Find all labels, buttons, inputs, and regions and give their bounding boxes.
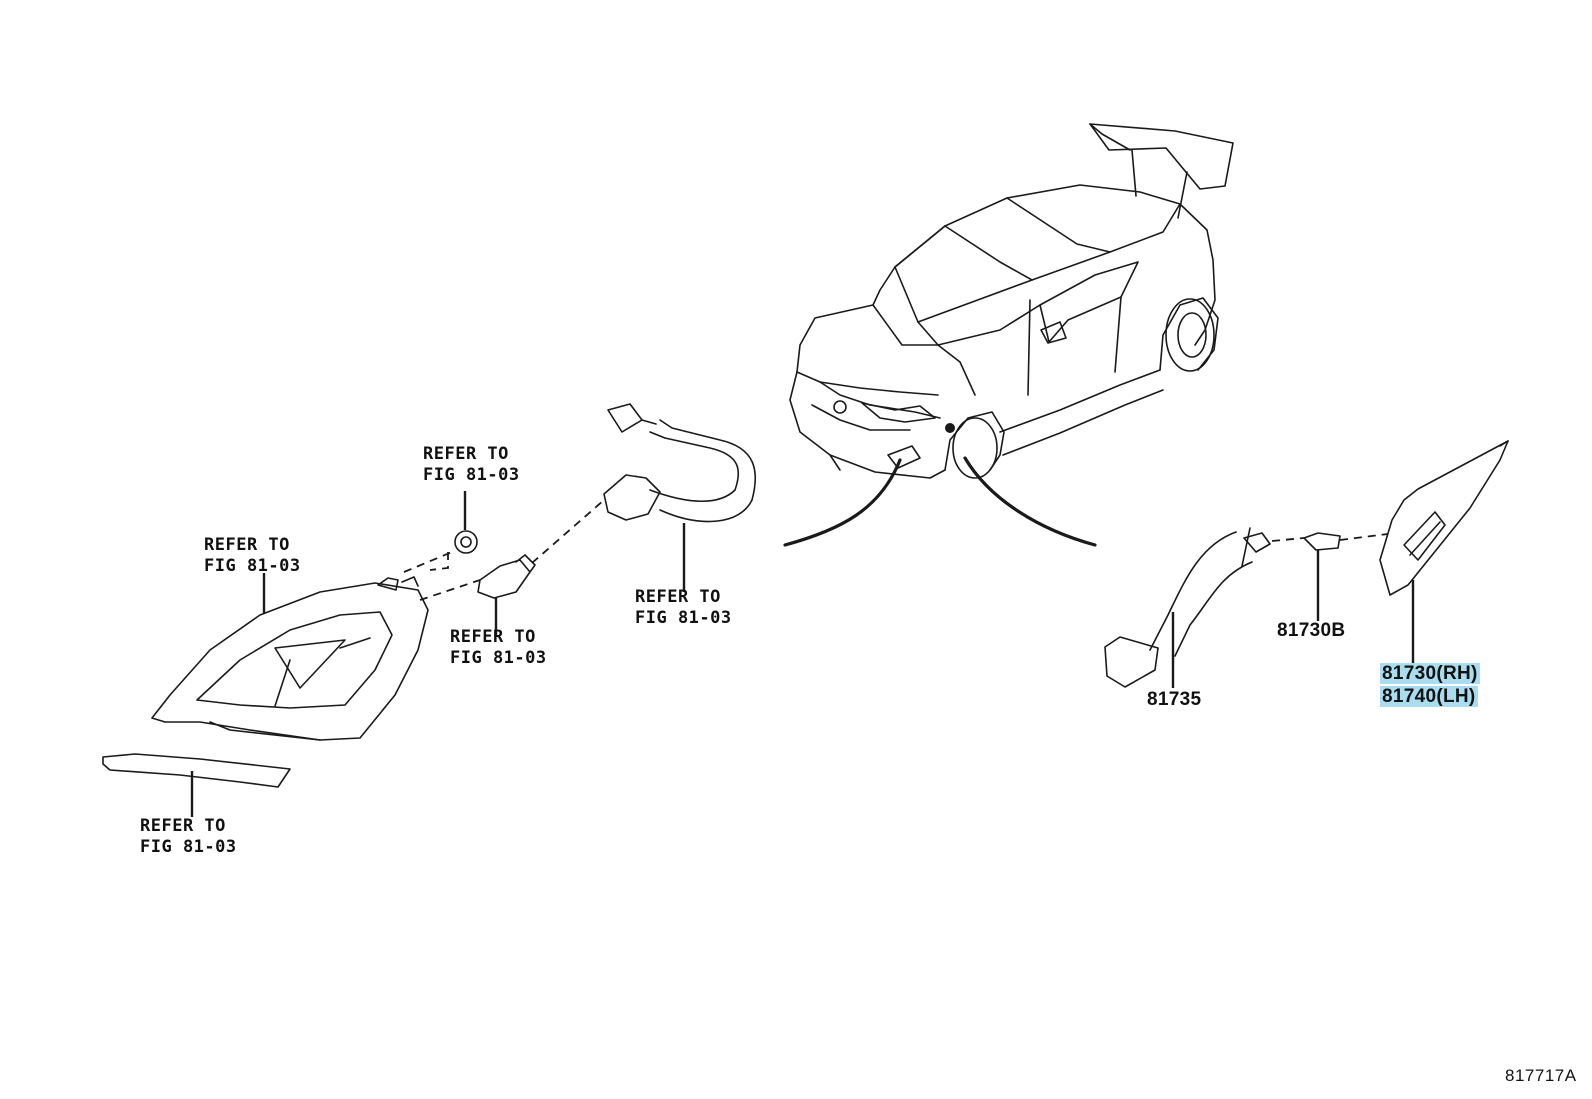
highlight-rh: 81730(RH)	[1380, 663, 1480, 684]
socket-wire-upper	[603, 403, 757, 523]
part-number-side-lamp-group: 81730(RH) 81740(LH)	[1380, 662, 1480, 708]
callout-refer-left-line2: FIG 81-03	[204, 556, 301, 576]
marker-socket-wire	[1104, 527, 1271, 688]
callout-refer-top: REFER TO FIG 81-03	[423, 444, 520, 486]
callout-refer-trim-line1: REFER TO	[140, 816, 226, 836]
part-number-side-lamp-rh[interactable]: 81730(RH)	[1380, 662, 1480, 685]
callout-refer-left: REFER TO FIG 81-03	[204, 535, 301, 577]
part-number-bulb[interactable]: 81730B	[1277, 620, 1346, 641]
callout-refer-socket: REFER TO FIG 81-03	[635, 587, 732, 629]
callout-refer-trim-line2: FIG 81-03	[140, 837, 237, 857]
marker-bulb	[1303, 532, 1341, 551]
trim-strip	[102, 753, 291, 788]
side-marker-lamp	[1379, 440, 1509, 596]
callout-refer-bulb: REFER TO FIG 81-03	[450, 627, 547, 669]
callout-refer-socket-line2: FIG 81-03	[635, 608, 732, 628]
callout-refer-trim: REFER TO FIG 81-03	[140, 816, 237, 858]
callout-refer-top-line2: FIG 81-03	[423, 465, 520, 485]
callout-refer-bulb-line1: REFER TO	[450, 627, 536, 647]
car-drawing	[783, 123, 1234, 547]
callout-refer-left-line1: REFER TO	[204, 535, 290, 555]
highlight-lh: 81740(LH)	[1380, 686, 1478, 707]
diagram-code: 817717A	[1505, 1066, 1577, 1085]
callout-refer-socket-line1: REFER TO	[635, 587, 721, 607]
nut-part	[454, 530, 478, 554]
callout-refer-bulb-line2: FIG 81-03	[450, 648, 547, 668]
bulb-part	[477, 554, 536, 599]
part-number-side-lamp-lh[interactable]: 81740(LH)	[1380, 685, 1480, 708]
part-number-socket-wire[interactable]: 81735	[1147, 689, 1202, 710]
callout-refer-top-line1: REFER TO	[423, 444, 509, 464]
headlamp-assembly	[151, 576, 429, 741]
